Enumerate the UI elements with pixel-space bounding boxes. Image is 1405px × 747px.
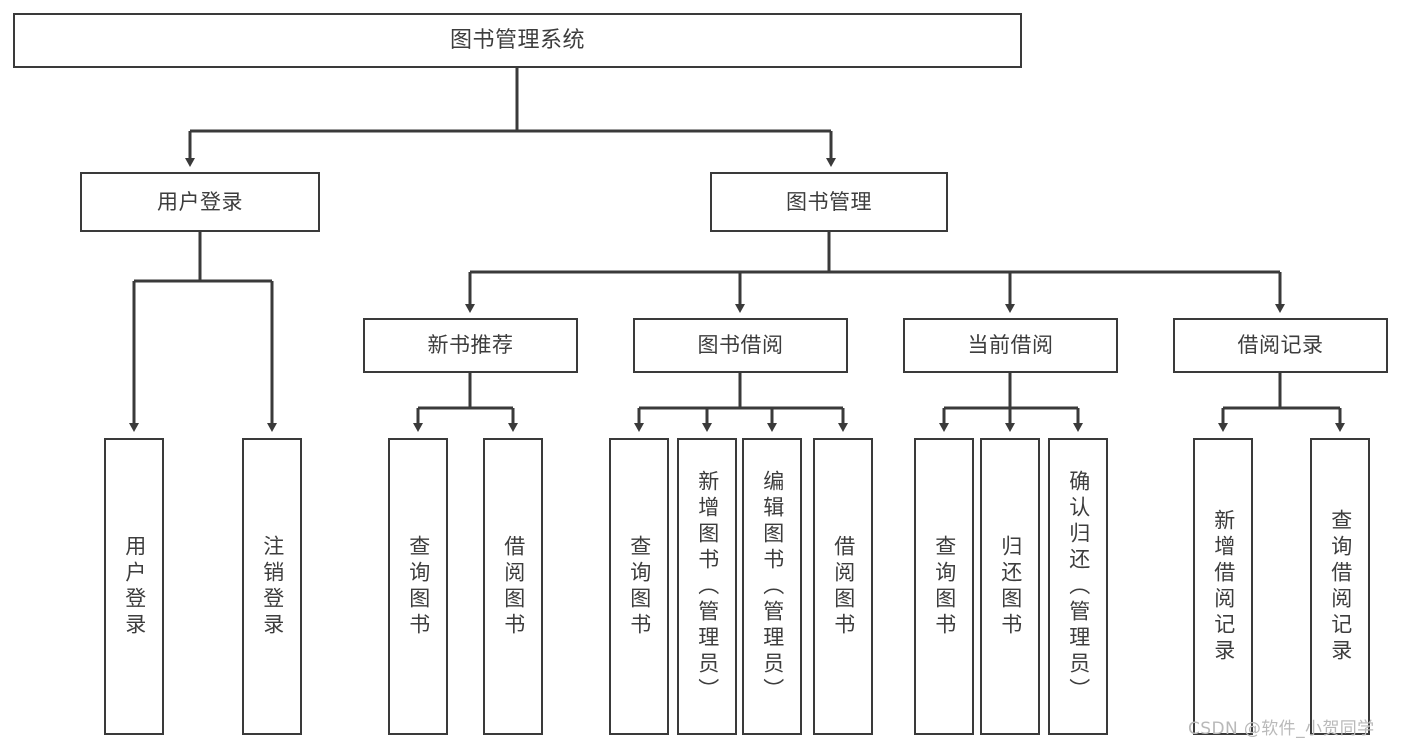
leaf-add-book-admin-label: 新增图书（管理员） [695,469,720,704]
leaf-edit-book-admin-label: 编辑图书（管理员） [760,469,785,704]
leaf-add-borrow-record-label: 新增借阅记录 [1211,508,1236,665]
leaf-query-book-current-label: 查询图书 [932,534,957,639]
leaf-user-login-label: 用户登录 [122,534,147,639]
leaf-logout[interactable]: 注销登录 [242,438,302,735]
node-user-login-label: 用户登录 [157,189,243,214]
node-book-borrow[interactable]: 图书借阅 [633,318,848,373]
node-new-book-recommendation[interactable]: 新书推荐 [363,318,578,373]
leaf-logout-label: 注销登录 [260,534,285,639]
node-book-management[interactable]: 图书管理 [710,172,948,232]
leaf-edit-book-admin[interactable]: 编辑图书（管理员） [742,438,802,735]
leaf-user-login[interactable]: 用户登录 [104,438,164,735]
node-borrow-record-label: 借阅记录 [1237,333,1324,358]
leaf-query-book-borrow-label: 查询图书 [627,534,652,639]
node-root[interactable]: 图书管理系统 [13,13,1022,68]
leaf-borrow-book-recommend[interactable]: 借阅图书 [483,438,543,735]
node-new-book-recommendation-label: 新书推荐 [427,333,514,358]
leaf-query-borrow-record[interactable]: 查询借阅记录 [1310,438,1370,735]
leaf-borrow-book[interactable]: 借阅图书 [813,438,873,735]
watermark-text: CSDN @软件_小贺同学 [1188,719,1375,739]
node-book-management-label: 图书管理 [786,189,872,214]
node-current-borrow-label: 当前借阅 [967,333,1054,358]
node-user-login[interactable]: 用户登录 [80,172,320,232]
node-current-borrow[interactable]: 当前借阅 [903,318,1118,373]
leaf-confirm-return-admin[interactable]: 确认归还（管理员） [1048,438,1108,735]
node-book-borrow-label: 图书借阅 [697,333,784,358]
leaf-query-book-borrow[interactable]: 查询图书 [609,438,669,735]
leaf-return-book-label: 归还图书 [998,534,1023,639]
leaf-confirm-return-admin-label: 确认归还（管理员） [1066,469,1091,704]
leaf-add-book-admin[interactable]: 新增图书（管理员） [677,438,737,735]
node-root-label: 图书管理系统 [449,27,585,53]
leaf-query-book-recommend-label: 查询图书 [406,534,431,639]
leaf-query-book-recommend[interactable]: 查询图书 [388,438,448,735]
leaf-borrow-book-recommend-label: 借阅图书 [501,534,526,639]
node-borrow-record[interactable]: 借阅记录 [1173,318,1388,373]
leaf-borrow-book-label: 借阅图书 [831,534,856,639]
leaf-add-borrow-record[interactable]: 新增借阅记录 [1193,438,1253,735]
leaf-query-borrow-record-label: 查询借阅记录 [1328,508,1353,665]
leaf-query-book-current[interactable]: 查询图书 [914,438,974,735]
leaf-return-book[interactable]: 归还图书 [980,438,1040,735]
